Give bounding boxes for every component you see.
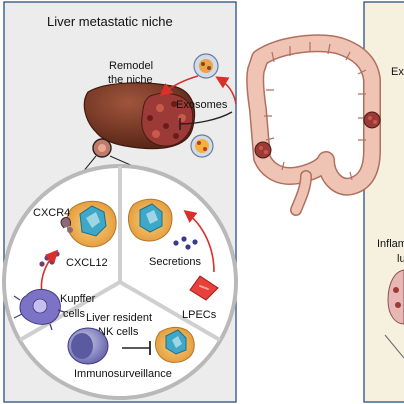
secretions-label: Secretions [149,256,201,268]
inhibition-line [179,111,233,125]
exosome-top [193,53,219,79]
kupffer-cells-label: cells [63,308,86,320]
nk-inhibition [122,341,151,355]
exosome-bottom [190,134,214,158]
colon-tumor-left [254,141,272,159]
remodel-label: Remodel [109,60,153,72]
secretions-arrow [183,210,215,273]
cxcr4-receptor [60,217,73,233]
left-panel-title: Liver metastatic niche [47,14,173,29]
liver [83,82,196,150]
cxcr4-label: CXCR4 [33,207,70,219]
right-panel-label-fragment-2: lu [397,253,404,265]
remodel-arrow [159,75,199,96]
nk-cells-label-line2: NK cells [98,326,139,338]
cxcl12-label: CXCL12 [66,257,108,269]
right-panel-label-fragment-1: Inflam [377,238,404,250]
lpecs-label: LPECs [182,309,217,321]
exosome-arrow [215,76,237,105]
nk-cells-label-line1: Liver resident [86,312,152,324]
kupffer-cell [13,289,65,331]
tumor-cell-nk-target [155,326,195,363]
right-panel-title-fragment: Ex [391,66,404,78]
exosomes-label: Exosomes [176,99,228,111]
nk-cell [67,327,109,365]
colon-tumor-right [363,111,381,129]
lung-fragment [387,269,404,325]
secretion-molecules [173,236,198,250]
the-niche-label: the niche [108,74,153,86]
tumor-cell-secretions [127,198,173,242]
kupffer-label: Kupffer [60,293,96,305]
lpec-cell [189,275,219,301]
tumor-cell-cxcr4 [66,200,117,248]
immunosurveillance-label: Immunosurveillance [74,368,172,380]
colon [246,34,381,216]
